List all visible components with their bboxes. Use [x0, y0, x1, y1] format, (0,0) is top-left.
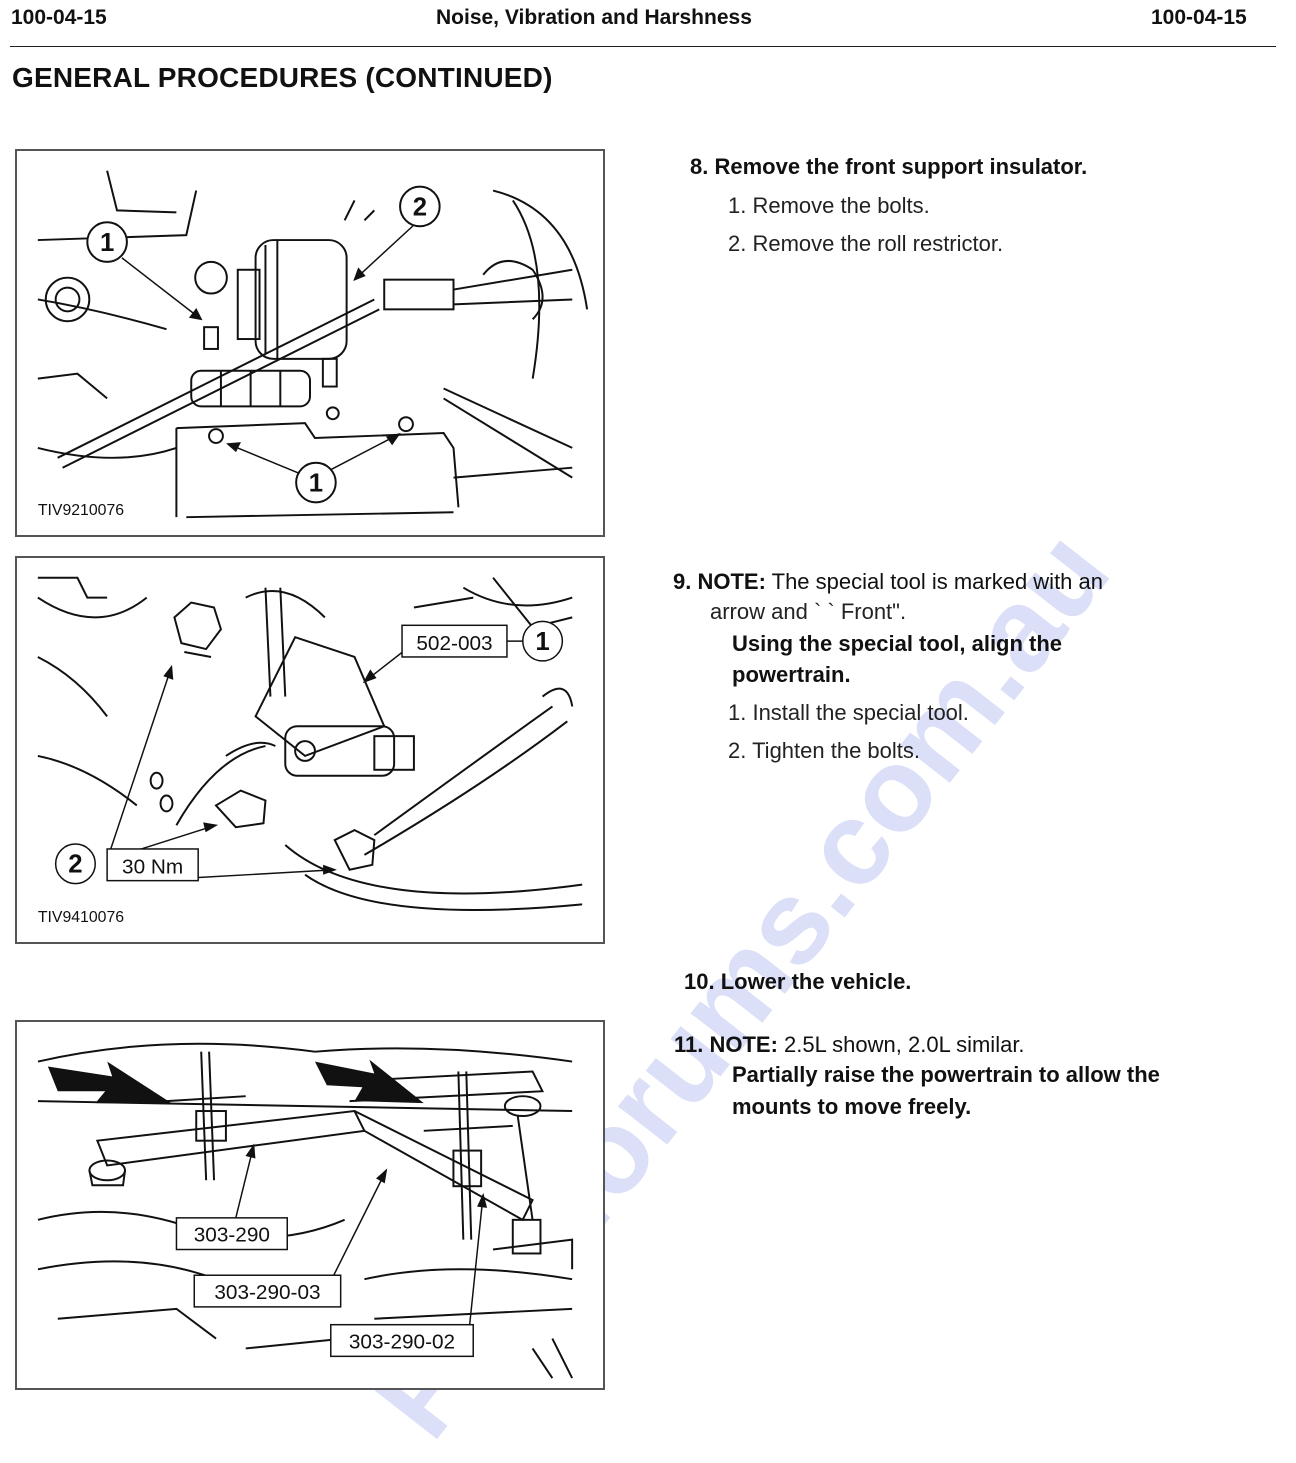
step-11-note: 11. NOTE: 2.5L shown, 2.0L similar.: [674, 1029, 1025, 1060]
step-11-note-label: 11. NOTE:: [674, 1032, 778, 1057]
figure-support-tool: 303-290 303-290-03 303-290-02: [15, 1020, 605, 1390]
tool-label-303-290: 303-290: [194, 1224, 270, 1247]
figure-id: TIV9410076: [38, 909, 124, 926]
callout-1: 1: [535, 628, 549, 656]
figure-align-powertrain: 502-003 1 2 30 Nm TIV9410076: [15, 556, 605, 944]
step-11-instruction-line1: Partially raise the powertrain to allow …: [732, 1062, 1160, 1087]
figure-front-support-insulator: 1 2 1 TIV9210076: [15, 149, 605, 537]
header-title: Noise, Vibration and Harshness: [436, 6, 752, 29]
section-title: GENERAL PROCEDURES (CONTINUED): [12, 62, 553, 93]
step-11-note-text: 2.5L shown, 2.0L similar.: [784, 1032, 1025, 1057]
step-8-item-2: 2. Remove the roll restrictor.: [728, 231, 1004, 256]
callout-2: 2: [413, 193, 427, 221]
step-9-item-2: 2. Tighten the bolts.: [728, 738, 921, 763]
torque-label: 30 Nm: [122, 856, 183, 879]
step-9-note: 9. NOTE: The special tool is marked with…: [673, 566, 1103, 597]
figure-2-illustration: 502-003 1 2 30 Nm TIV9410076: [37, 576, 583, 926]
header-left-code: 100-04-15: [11, 6, 107, 29]
step-10-title: 10. Lower the vehicle.: [684, 969, 912, 994]
header-divider: [10, 46, 1276, 47]
step-9-instruction-line2: powertrain.: [732, 662, 851, 687]
tool-label-502-003: 502-003: [416, 632, 492, 655]
step-9-instruction-line1: Using the special tool, align the: [732, 631, 1063, 656]
step-9-note-line1: The special tool is marked with an: [771, 569, 1103, 594]
step-9-note-label: 9. NOTE:: [673, 569, 766, 594]
step-8-item-1: 1. Remove the bolts.: [728, 193, 930, 218]
header-right-code: 100-04-15: [1151, 6, 1247, 29]
figure-id: TIV9210076: [38, 502, 124, 519]
callout-1: 1: [100, 229, 114, 257]
tool-label-303-290-02: 303-290-02: [349, 1330, 455, 1353]
step-11-instruction-line2: mounts to move freely.: [732, 1094, 972, 1119]
tool-label-303-290-03: 303-290-03: [214, 1281, 320, 1304]
callout-1b: 1: [309, 469, 323, 497]
step-9-item-1: 1. Install the special tool.: [728, 700, 969, 725]
figure-3-illustration: 303-290 303-290-03 303-290-02: [37, 1042, 574, 1379]
step-9-note-line2: arrow and ` ` Front".: [710, 599, 907, 624]
callout-2: 2: [68, 851, 82, 879]
step-8-title: 8. Remove the front support insulator.: [690, 154, 1088, 179]
figure-1-illustration: 1 2 1 TIV9210076: [37, 170, 589, 519]
